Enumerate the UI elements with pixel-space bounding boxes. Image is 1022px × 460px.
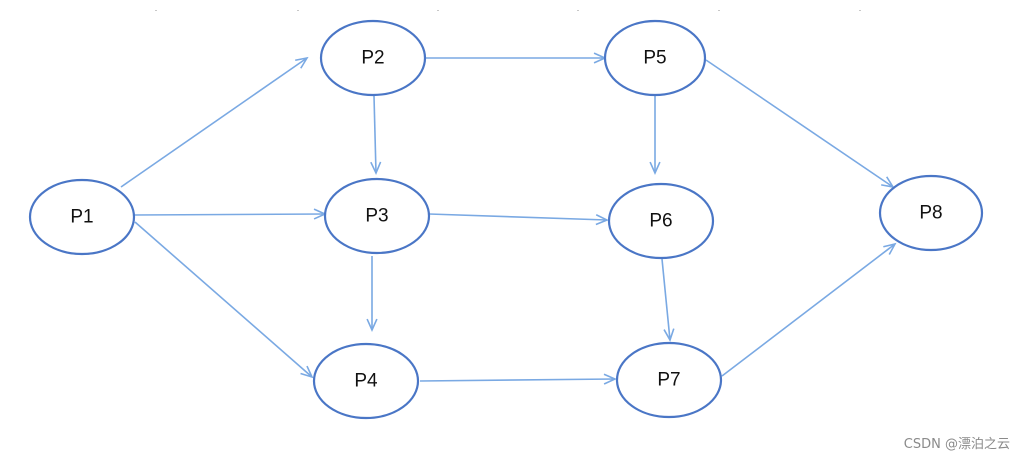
node-ellipse [615, 341, 723, 419]
dot-mark [577, 10, 579, 11]
arrowhead-icon [595, 214, 609, 226]
node-p2: P2 [319, 19, 427, 97]
edge-p3-p4 [366, 256, 378, 332]
edge-p3-p6 [428, 213, 609, 226]
node-p6: P6 [607, 182, 715, 260]
node-ellipse [312, 342, 420, 420]
arrowhead-icon [295, 56, 309, 69]
dot-mark [297, 10, 299, 11]
edge-p7-p8 [721, 242, 897, 377]
node-p3: P3 [323, 177, 431, 255]
node-ellipse [323, 177, 431, 255]
edge-p6-p7 [661, 258, 675, 342]
node-label: P4 [354, 371, 378, 392]
node-label: P3 [365, 206, 388, 227]
edge-p5-p8 [705, 59, 895, 189]
node-ellipse [607, 182, 715, 260]
dot-mark [437, 10, 439, 11]
node-label: P8 [919, 203, 942, 224]
node-label: P2 [361, 48, 384, 69]
node-ellipse [319, 19, 427, 97]
edge-p1-p3 [133, 208, 327, 220]
arrowhead-icon [649, 161, 661, 175]
node-ellipse [28, 178, 136, 256]
edge-p2-p3 [370, 95, 382, 175]
edge-p2-p5 [426, 52, 607, 64]
dot-mark [155, 10, 157, 11]
edge-p1-p4 [134, 221, 314, 379]
arrowhead-icon [603, 373, 617, 385]
node-ellipse [603, 19, 707, 97]
arrowhead-icon [883, 242, 897, 255]
arrowhead-icon [881, 176, 895, 189]
node-p1: P1 [28, 178, 136, 256]
node-label: P1 [70, 207, 93, 228]
arrowhead-icon [366, 318, 378, 332]
node-p8: P8 [878, 174, 984, 252]
node-p7: P7 [615, 341, 723, 419]
node-label: P7 [657, 370, 680, 391]
edge-p5-p6 [649, 96, 661, 175]
node-label: P5 [643, 48, 666, 69]
arrowhead-icon [300, 365, 314, 379]
dot-mark [718, 10, 720, 11]
node-p4: P4 [312, 342, 420, 420]
edges-layer [120, 52, 897, 385]
arrowhead-icon [663, 328, 675, 342]
edge-p1-p2 [120, 56, 309, 188]
arrowhead-icon [370, 161, 382, 175]
node-ellipse [878, 174, 984, 252]
node-p5: P5 [603, 19, 707, 97]
edge-p4-p7 [419, 373, 617, 385]
watermark: CSDN @漂泊之云 [903, 437, 1010, 452]
node-label: P6 [649, 211, 672, 232]
dot-mark [859, 10, 861, 11]
